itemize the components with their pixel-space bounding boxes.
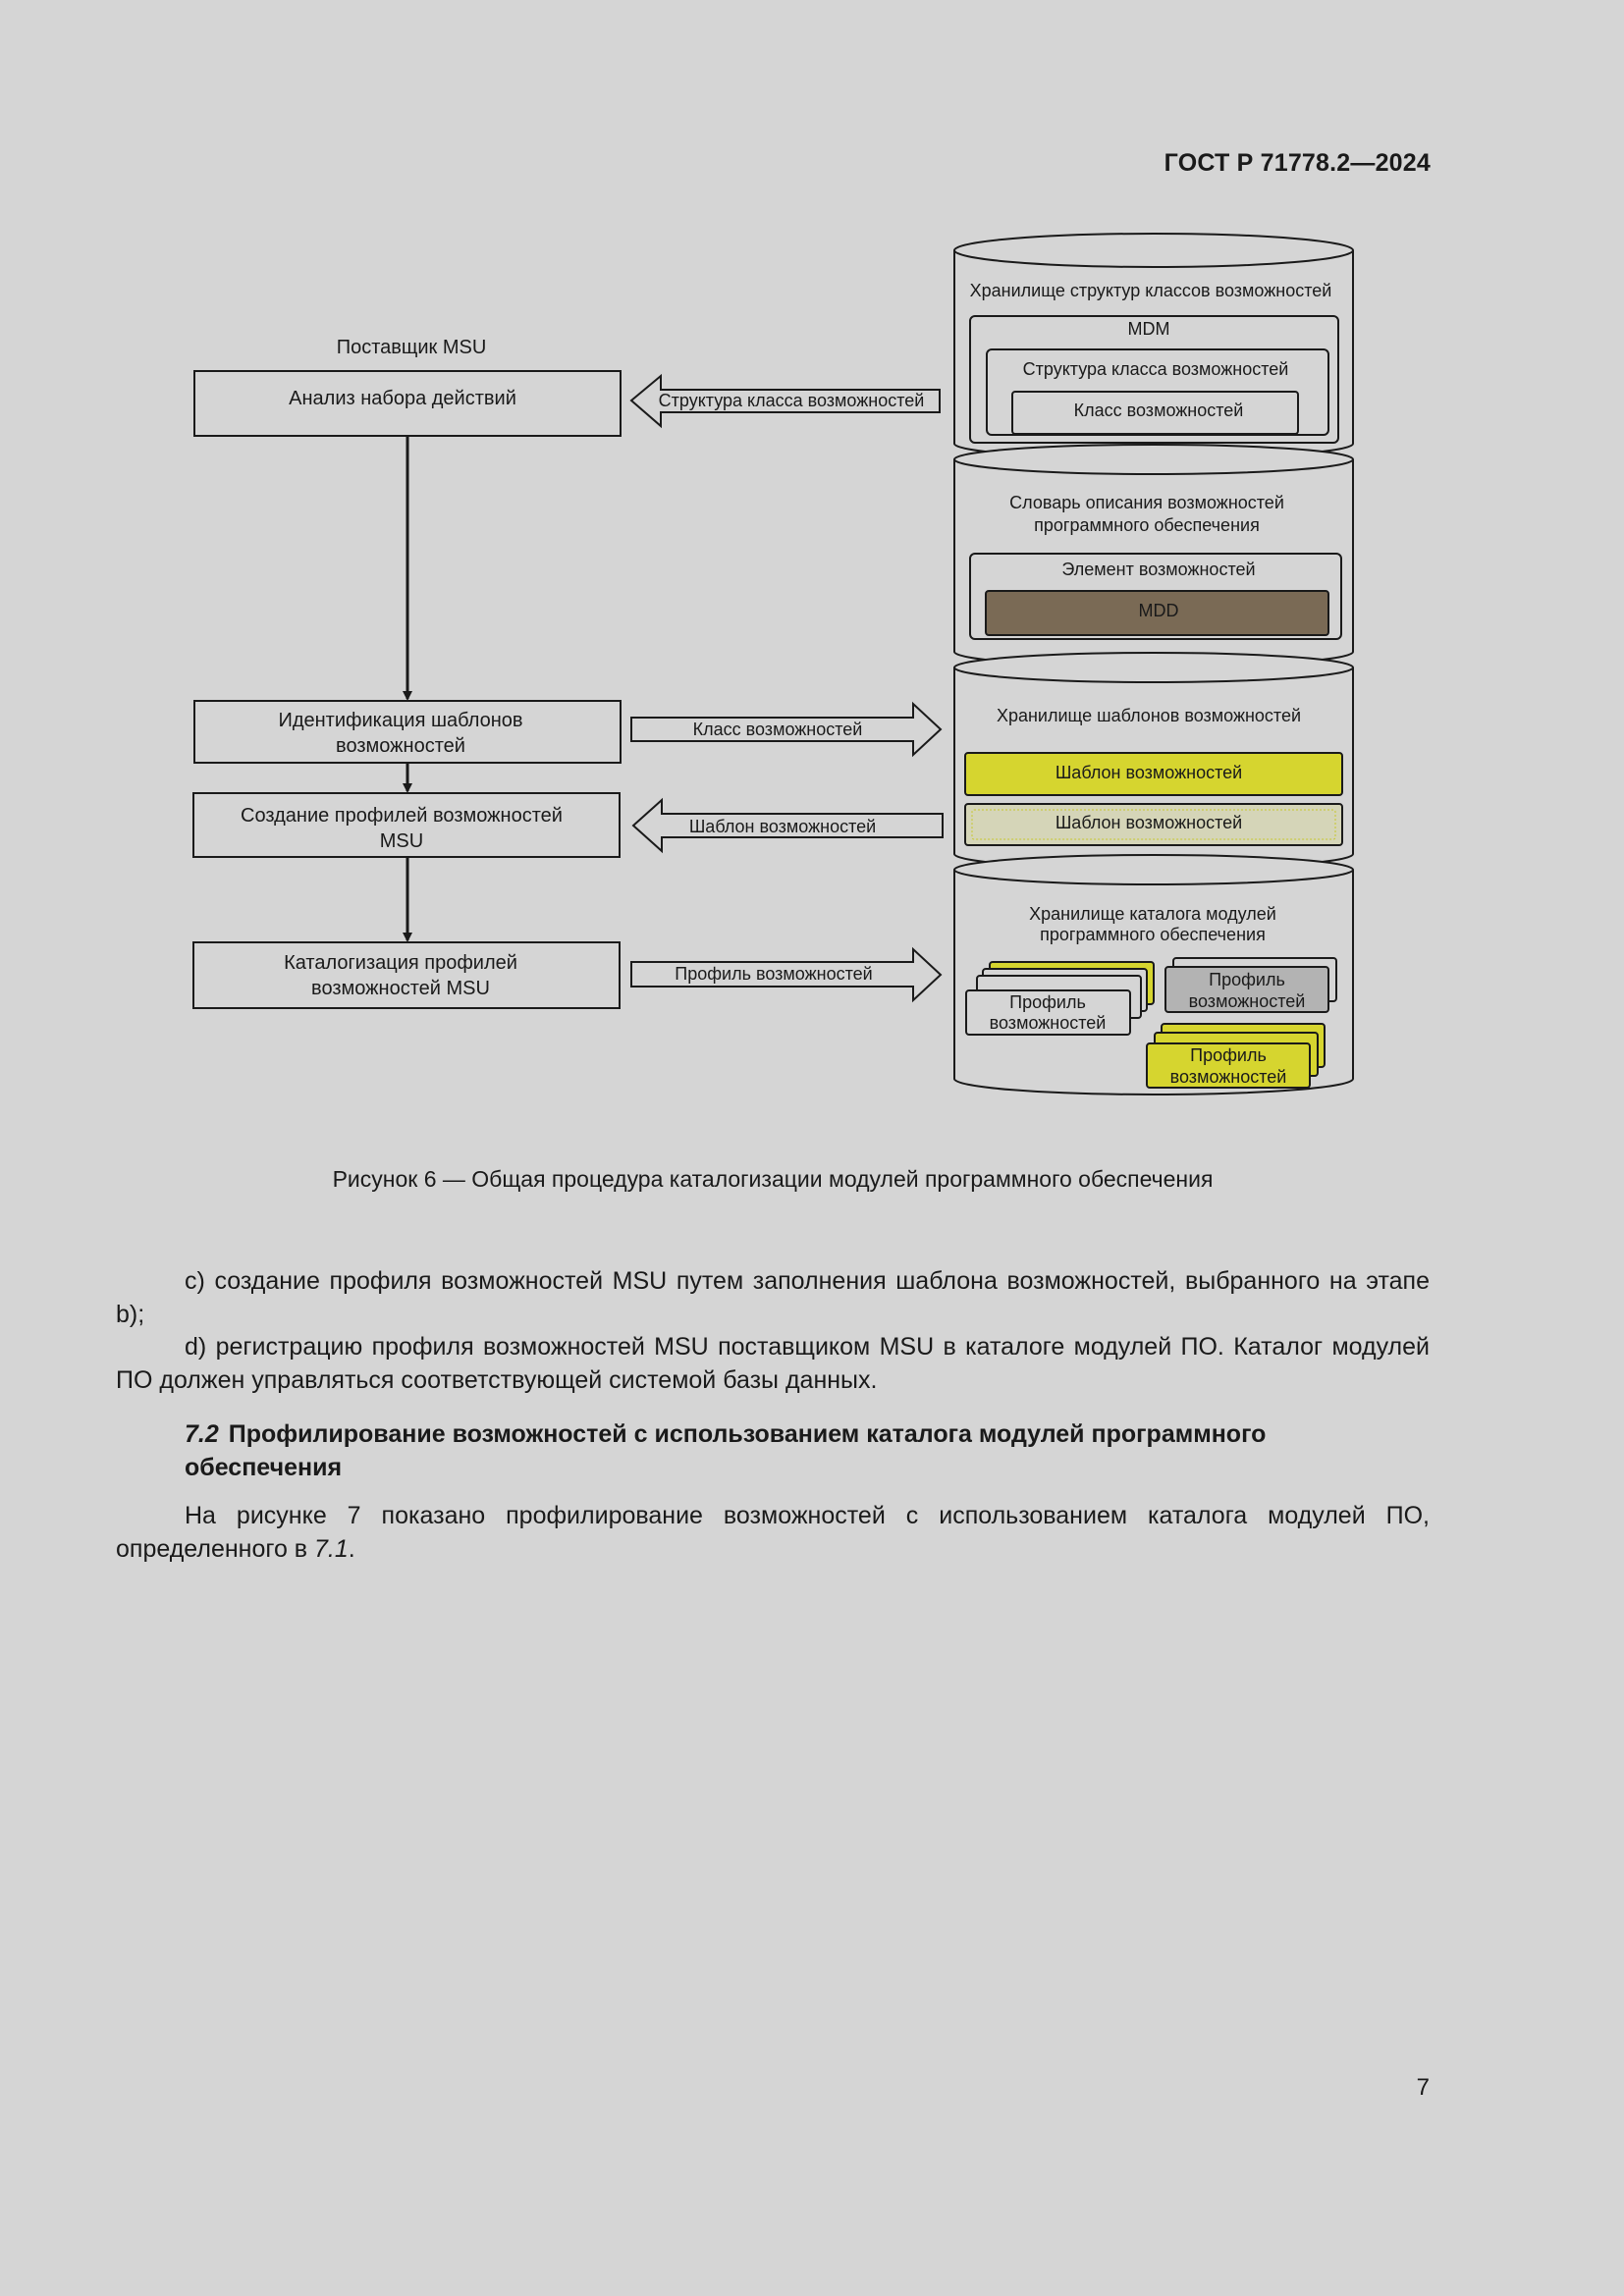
profile-stack-gray: Профиль возможностей: [1164, 957, 1337, 1013]
paragraph-figure-7-text: На рисунке 7 показано профилирование воз…: [116, 1499, 1430, 1566]
repo-catalog-title-line2: программного обеспечения: [1040, 925, 1266, 944]
template-box-2: [964, 803, 1343, 846]
page-number: 7: [1416, 2074, 1430, 2101]
section-heading-number: 7.2: [185, 1420, 219, 1448]
cylinder-repo-catalog: Хранилище каталога модулей программного …: [953, 854, 1354, 1095]
element-label: Элемент возможностей: [1061, 560, 1255, 579]
mdm-label: MDM: [1128, 319, 1170, 339]
paragraph-figure-7-main: На рисунке 7 показано профилирование воз…: [116, 1502, 1430, 1563]
mdd-label: MDD: [1139, 601, 1179, 620]
figure-caption: Рисунок 6 — Общая процедура каталогизаци…: [332, 1166, 1214, 1192]
process-box-creation-line2: MSU: [380, 830, 423, 852]
mdd-box: [985, 590, 1329, 636]
cylinder-dictionary: Словарь описания возможностей программно…: [953, 444, 1354, 667]
paragraph-figure-7: На рисунке 7 показано профилирование воз…: [116, 1499, 1430, 1566]
section-reference: 7.1: [314, 1535, 349, 1563]
profile-stack-left: Профиль возможностей: [965, 961, 1155, 1036]
repo-structures-title: Хранилище структур классов возможностей: [970, 281, 1332, 300]
repo-catalog-title-line1: Хранилище каталога модулей: [1029, 904, 1276, 924]
dictionary-title-line1: Словарь описания возможностей: [1009, 493, 1284, 512]
arrow-class: Класс возможностей: [630, 701, 943, 758]
process-box-creation: Создание профилей возможностей MSU: [192, 792, 621, 858]
process-box-cataloging: Каталогизация профилей возможностей MSU: [192, 941, 621, 1009]
arrow-class-label: Класс возможностей: [693, 720, 863, 739]
process-box-identification-line1: Идентификация шаблонов: [278, 710, 522, 731]
structure-class-label: Структура класса возможностей: [1023, 359, 1289, 379]
process-box-analysis-label: Анализ набора действий: [289, 388, 516, 409]
profile-gray-line1: Профиль: [1209, 970, 1285, 989]
template-box-1-label: Шаблон возможностей: [1056, 763, 1242, 782]
process-box-creation-line1: Создание профилей возможностей: [241, 805, 563, 827]
template-box-2-label: Шаблон возможностей: [1056, 813, 1242, 832]
cylinder-repo-structures: Хранилище структур классов возможностей …: [953, 233, 1354, 459]
process-box-identification-line2: возможностей: [336, 735, 465, 757]
class-label: Класс возможностей: [1074, 400, 1244, 420]
paragraph-d: d) регистрацию профиля возможностей MSU …: [116, 1330, 1430, 1397]
class-box: [1011, 391, 1299, 435]
arrow-profile: Профиль возможностей: [630, 946, 943, 1003]
profile-left-line1: Профиль: [1009, 992, 1086, 1012]
paragraph-c-text: c) создание профиля возможностей MSU пут…: [116, 1267, 1430, 1328]
arrow-structure-class-label: Структура класса возможностей: [659, 391, 925, 410]
profile-gray-line2: возможностей: [1189, 991, 1306, 1011]
process-box-cataloging-line2: возможностей MSU: [311, 978, 490, 999]
profile-yellow-line1: Профиль: [1190, 1045, 1267, 1065]
process-box-identification: Идентификация шаблонов возможностей: [193, 700, 622, 764]
section-heading-text: Профилирование возможностей с использова…: [185, 1420, 1267, 1481]
paragraph-c: c) создание профиля возможностей MSU пут…: [116, 1264, 1430, 1331]
arrow-template: Шаблон возможностей: [631, 797, 944, 854]
process-box-analysis: Анализ набора действий: [193, 370, 622, 437]
arrow-template-label: Шаблон возможностей: [689, 817, 876, 836]
mdm-box: [969, 315, 1339, 444]
dictionary-title-line2: программного обеспечения: [1034, 515, 1260, 535]
cylinder-repo-templates: Хранилище шаблонов возможностей Шаблон в…: [953, 652, 1354, 870]
arrow-structure-class: Структура класса возможностей: [629, 373, 941, 429]
process-box-cataloging-line1: Каталогизация профилей: [284, 952, 517, 974]
paragraph-d-text: d) регистрацию профиля возможностей MSU …: [116, 1333, 1430, 1394]
profile-left-line2: возможностей: [990, 1013, 1107, 1033]
arrow-profile-label: Профиль возможностей: [675, 964, 872, 984]
template-box-1: [964, 752, 1343, 796]
supplier-label: Поставщик MSU: [337, 337, 487, 358]
profile-yellow-line2: возможностей: [1170, 1067, 1287, 1087]
figure-6-diagram: Поставщик MSU Анализ набора действий Иде…: [192, 233, 1354, 1095]
element-box: [969, 553, 1342, 640]
repo-templates-title: Хранилище шаблонов возможностей: [997, 706, 1301, 725]
profile-stack-yellow: Профиль возможностей: [1146, 1023, 1326, 1089]
paragraph-figure-7-end: .: [348, 1535, 355, 1563]
document-code: ГОСТ Р 71778.2—2024: [1164, 149, 1431, 177]
